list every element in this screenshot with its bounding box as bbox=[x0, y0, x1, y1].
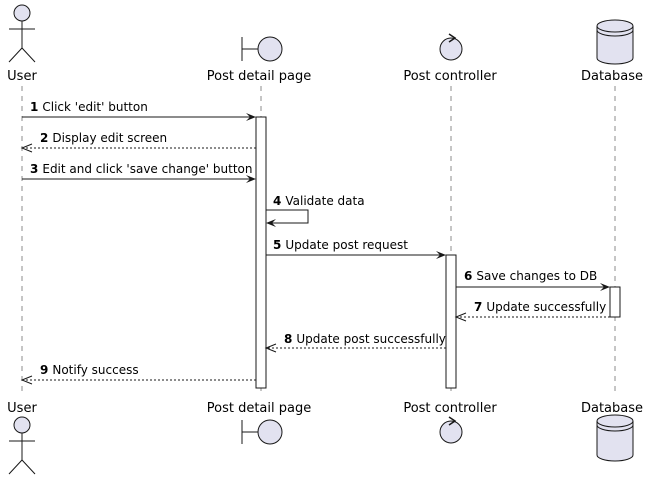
database-icon bbox=[596, 414, 634, 462]
boundary-icon bbox=[241, 419, 283, 445]
actor-icon bbox=[8, 416, 36, 475]
message-number: 3 bbox=[30, 162, 38, 176]
participant-label: User bbox=[7, 69, 37, 84]
participant-page-bottom: Post detail page bbox=[207, 401, 311, 445]
message-label: Save changes to DB bbox=[476, 269, 597, 283]
activation-db bbox=[609, 286, 621, 318]
activation-page bbox=[255, 116, 267, 389]
message-label: Validate data bbox=[285, 194, 364, 208]
participant-label: Post controller bbox=[403, 401, 497, 416]
message-number: 4 bbox=[273, 194, 281, 208]
message-label: Display edit screen bbox=[52, 131, 167, 145]
participant-db-top: Database bbox=[581, 19, 643, 84]
message-7: 7 Update successfully bbox=[454, 300, 610, 322]
messages: 1 Click 'edit' button 2 Display edit scree… bbox=[20, 100, 610, 385]
message-label: Update post request bbox=[285, 238, 408, 252]
participant-controller-bottom: Post controller bbox=[403, 401, 497, 444]
message-label: Edit and click 'save change' button bbox=[42, 162, 252, 176]
control-icon bbox=[439, 33, 463, 61]
message-8: 8 Update post successfully bbox=[264, 332, 446, 353]
participant-label: Database bbox=[581, 401, 643, 416]
participant-label: Post detail page bbox=[207, 69, 311, 84]
message-number: 1 bbox=[30, 100, 38, 114]
participant-label: Database bbox=[581, 69, 643, 84]
message-number: 5 bbox=[273, 238, 281, 252]
message-number: 9 bbox=[40, 363, 48, 377]
participant-user-bottom: User bbox=[7, 401, 37, 475]
activation-bars bbox=[255, 116, 621, 389]
activation-controller bbox=[445, 254, 457, 389]
message-2: 2 Display edit screen bbox=[20, 131, 256, 153]
message-1: 1 Click 'edit' button bbox=[22, 100, 256, 121]
message-number: 7 bbox=[474, 300, 482, 314]
participant-controller-top: Post controller bbox=[403, 33, 497, 84]
actor-icon bbox=[8, 4, 36, 63]
message-label: Click 'edit' button bbox=[42, 100, 147, 114]
message-4: 4 Validate data bbox=[266, 194, 365, 227]
participant-label: Post controller bbox=[403, 69, 497, 84]
message-number: 6 bbox=[464, 269, 472, 283]
boundary-icon bbox=[241, 36, 283, 62]
message-6: 6 Save changes to DB bbox=[456, 269, 610, 291]
message-number: 8 bbox=[284, 332, 292, 346]
message-5: 5 Update post request bbox=[266, 238, 446, 259]
participant-user-top: User bbox=[7, 4, 37, 84]
control-icon bbox=[439, 416, 463, 444]
message-number: 2 bbox=[40, 131, 48, 145]
participant-label: Post detail page bbox=[207, 401, 311, 416]
participant-page-top: Post detail page bbox=[207, 36, 311, 84]
message-label: Notify success bbox=[52, 363, 138, 377]
message-label: Update post successfully bbox=[296, 332, 446, 346]
message-3: 3 Edit and click 'save change' button bbox=[22, 162, 256, 183]
message-label: Update successfully bbox=[486, 300, 606, 314]
database-icon bbox=[596, 19, 634, 65]
message-9: 9 Notify success bbox=[20, 363, 256, 385]
participant-db-bottom: Database bbox=[581, 401, 643, 462]
participant-label: User bbox=[7, 401, 37, 416]
